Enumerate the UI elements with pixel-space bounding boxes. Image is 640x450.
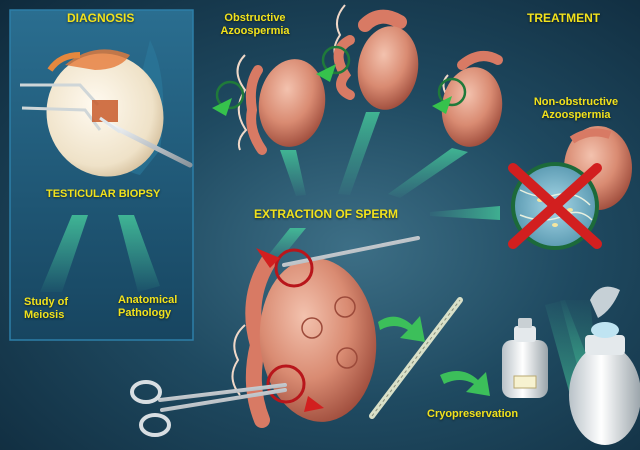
flow-arrows [378, 316, 490, 396]
treatment-heading: TREATMENT [527, 11, 601, 25]
extraction-of-sperm-label: EXTRACTION OF SPERM [254, 207, 399, 221]
obstructive-testis-3 [432, 51, 503, 147]
cryo-tanks [502, 286, 640, 445]
non-obstructive-testis [508, 126, 632, 250]
straw-illustration [369, 297, 463, 419]
anatomical-pathology-label: Anatomical Pathology [118, 294, 177, 320]
study-of-meiosis-line1: Study of [24, 296, 68, 308]
diagnosis-beams [40, 215, 160, 292]
obstructive-line2: Azoospermia [220, 25, 290, 37]
anatomical-pathology-line1: Anatomical [118, 294, 178, 306]
main-testis [231, 236, 420, 428]
obstructive-testis-2 [316, 4, 419, 110]
cryopreservation-label: Cryopreservation [427, 408, 519, 420]
study-of-meiosis-line2: Meiosis [24, 309, 65, 321]
scissors-illustration [130, 380, 287, 437]
non-obstructive-line1: Non-obstructive [533, 96, 619, 108]
obstructive-line1: Obstructive [224, 12, 286, 24]
study-of-meiosis-label: Study of Meiosis [24, 296, 68, 322]
non-obstructive-azoospermia-label: Non-obstructive Azoospermia [516, 96, 636, 122]
testicular-biopsy-label: TESTICULAR BIOPSY [46, 188, 161, 200]
biopsy-testis-illustration [20, 40, 193, 177]
obstructive-testis-1 [212, 54, 326, 155]
diagnosis-heading: DIAGNOSIS [67, 11, 135, 25]
non-obstructive-line2: Azoospermia [541, 109, 611, 121]
anatomical-pathology-line2: Pathology [118, 307, 172, 319]
extraction-beams [266, 112, 500, 260]
obstructive-azoospermia-label: Obstructive Azoospermia [213, 12, 297, 38]
